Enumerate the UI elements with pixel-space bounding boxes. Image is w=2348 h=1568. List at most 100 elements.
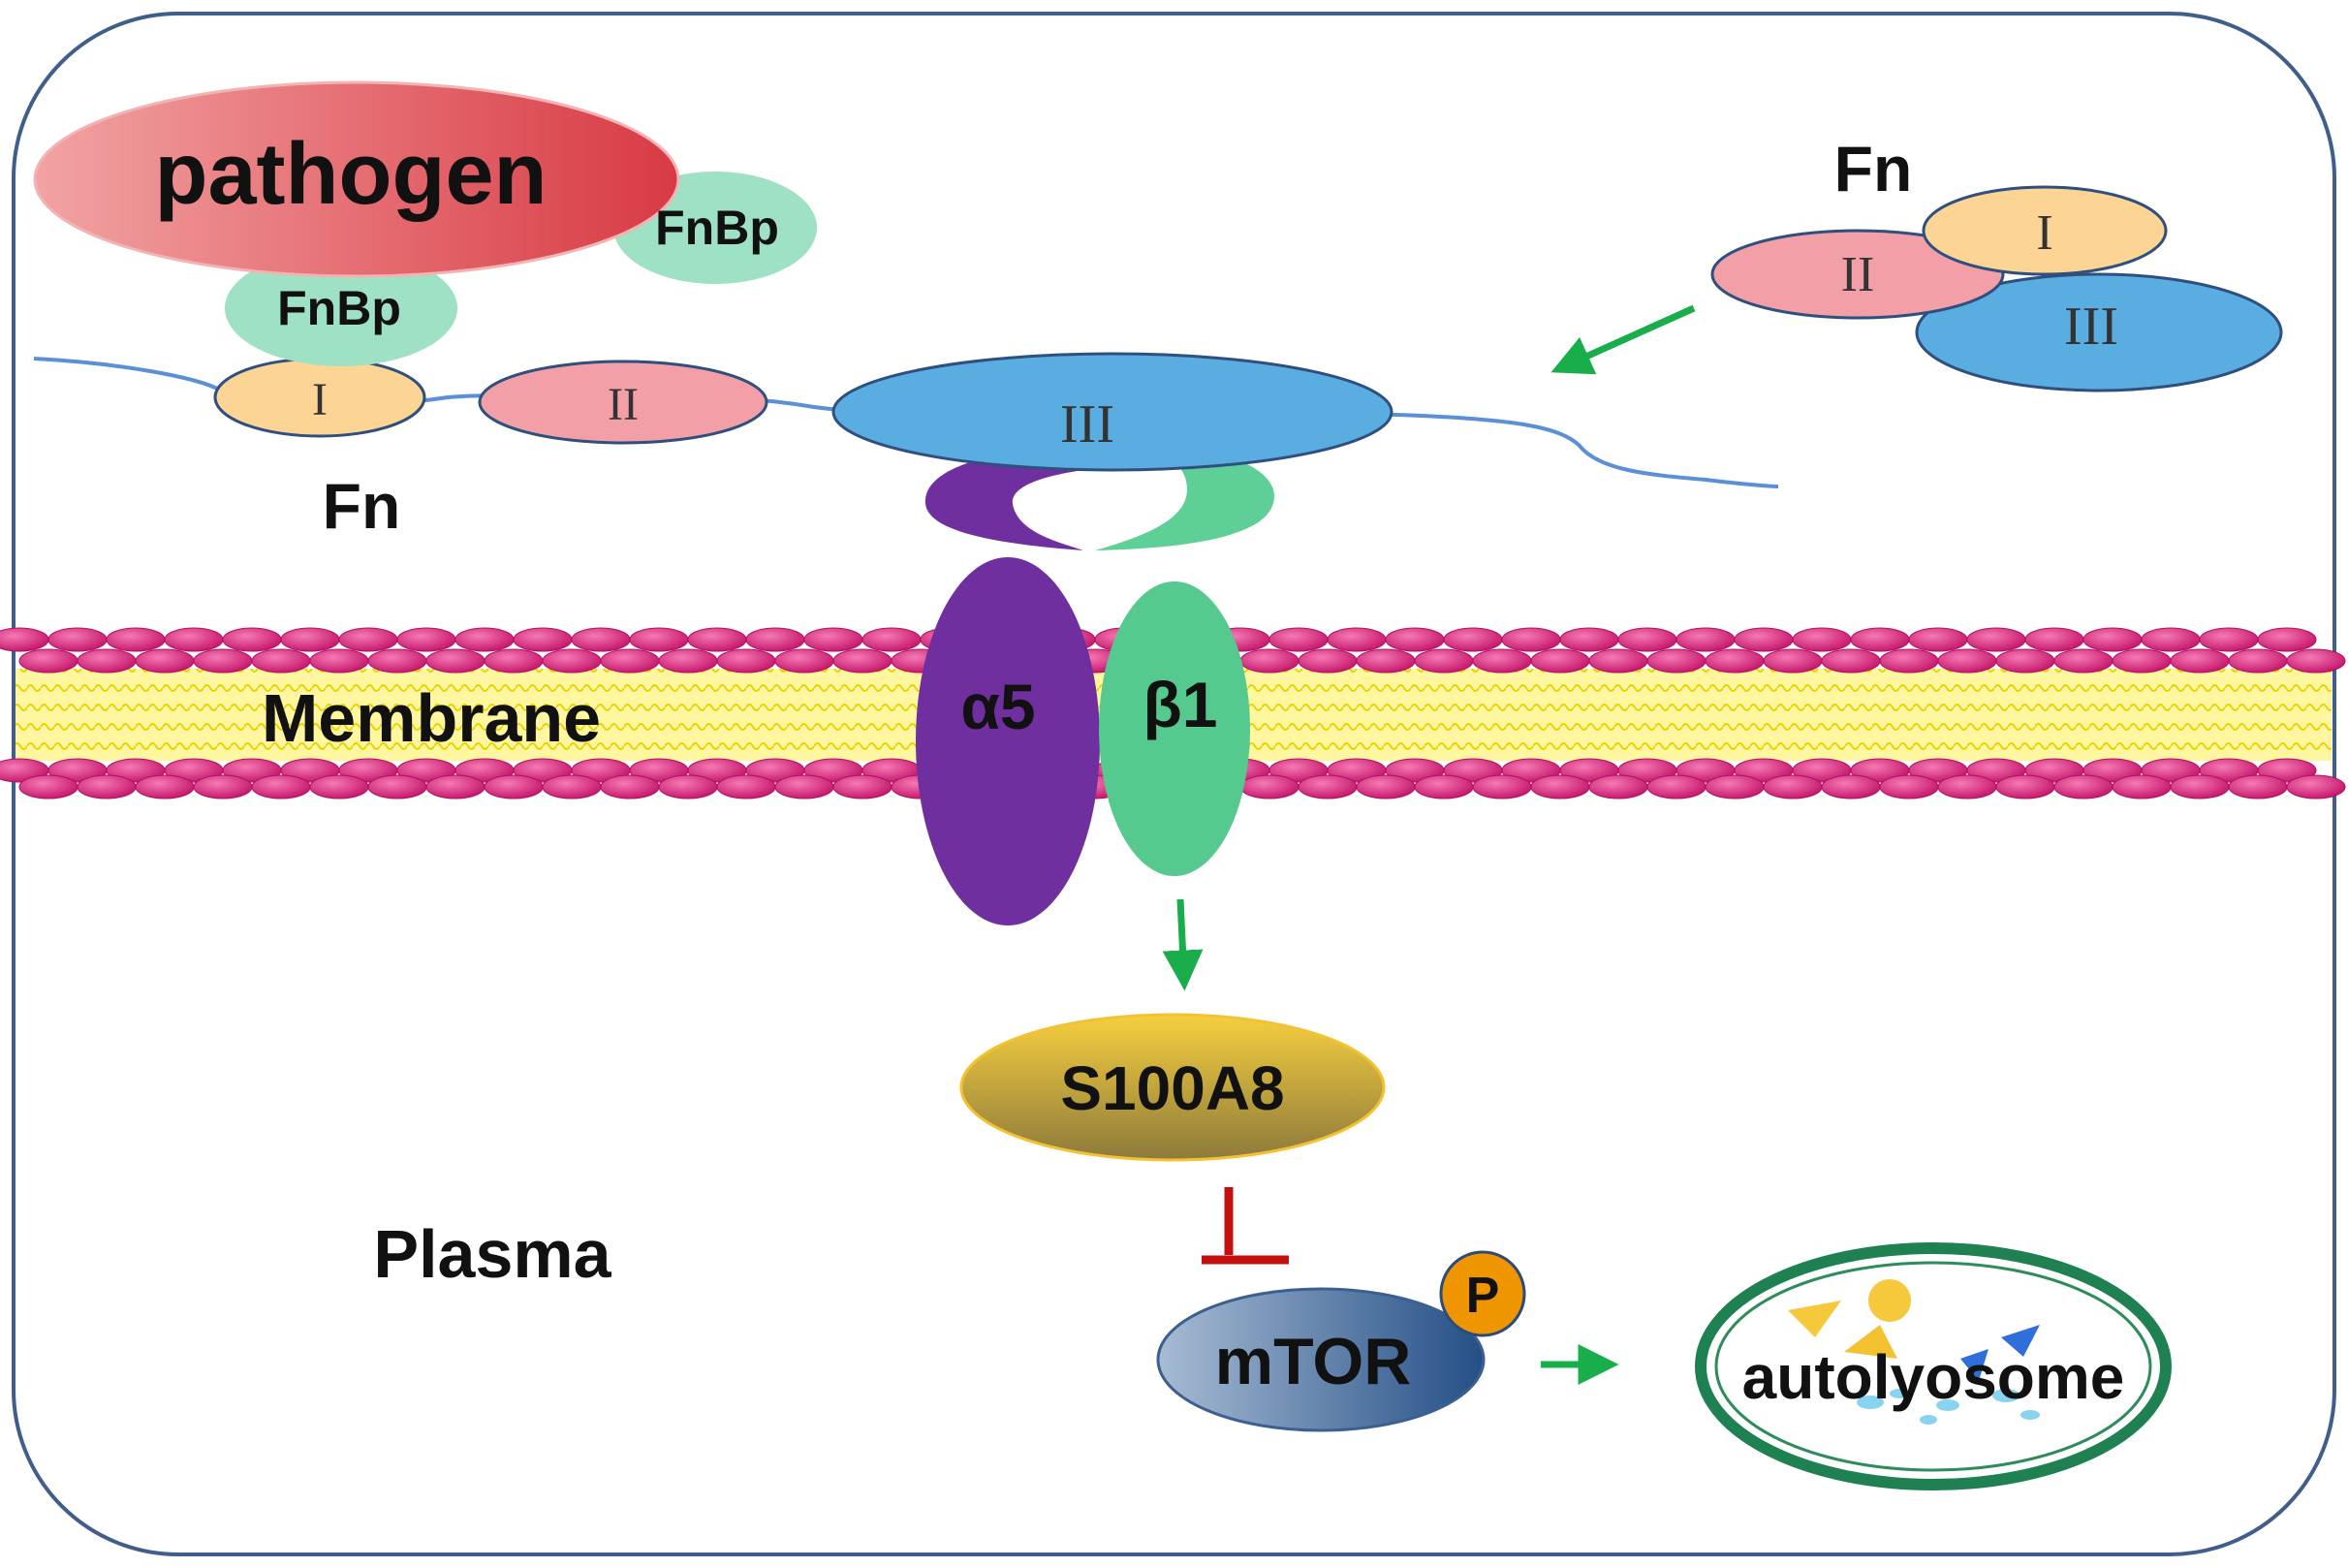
fn-free-label: Fn	[1834, 133, 1913, 204]
lipid-head	[1385, 627, 1445, 652]
lipid-head	[774, 774, 834, 800]
lipid-head	[1850, 627, 1910, 652]
fn-bound-domain-3: III	[831, 352, 1393, 472]
autolysosome-inner-ring	[1714, 1261, 2152, 1472]
pathogen-label: pathogen	[155, 126, 548, 223]
lipid-head	[542, 648, 602, 674]
lipid-head	[542, 774, 602, 800]
autolysosome: autolyosome	[1695, 1242, 2172, 1490]
lipid-head	[2257, 627, 2317, 652]
lipid-head	[1879, 774, 1939, 800]
lipid-head	[1559, 627, 1619, 652]
lipid-head	[1588, 648, 1648, 674]
mtor-node: mTOR	[1156, 1287, 1486, 1432]
lipid-head	[1821, 774, 1881, 800]
lipid-head	[280, 627, 340, 652]
lipid-head	[1995, 774, 2055, 800]
fn-free-domain-1: I	[1922, 185, 2168, 276]
lipid-head	[1298, 648, 1358, 674]
lipid-head	[2286, 648, 2346, 674]
lipid-head	[396, 627, 456, 652]
fn-bound-domain-1-label: I	[312, 374, 328, 425]
lipid-head	[425, 774, 485, 800]
lipid-head	[658, 648, 718, 674]
lipid-head	[1472, 648, 1532, 674]
lipid-head	[1734, 627, 1794, 652]
lipid-head	[2053, 648, 2113, 674]
lipid-head	[193, 648, 253, 674]
lipid-head	[745, 627, 805, 652]
lipid-head	[164, 627, 224, 652]
lipid-head	[338, 627, 398, 652]
lipid-head	[1966, 627, 2026, 652]
lipid-head	[1239, 774, 1299, 800]
s100a8-inhibits-mtor	[1202, 1187, 1289, 1265]
fn-free-domain-2-label: II	[1841, 247, 1875, 302]
lipid-head	[600, 774, 660, 800]
lipid-head	[600, 648, 660, 674]
s100a8-node: S100A8	[959, 1013, 1386, 1162]
lipid-head	[77, 774, 137, 800]
plasma-label: Plasma	[373, 1216, 611, 1292]
lipid-head	[1472, 774, 1532, 800]
lipid-head	[1675, 627, 1736, 652]
lipid-head	[0, 627, 49, 652]
lipid-head	[484, 648, 544, 674]
lipid-head	[629, 627, 689, 652]
lipid-head	[1239, 648, 1299, 674]
lipid-head	[2141, 627, 2201, 652]
lipid-head	[687, 627, 747, 652]
lipid-head	[774, 648, 834, 674]
lipid-head	[1879, 648, 1939, 674]
lipid-head	[1995, 648, 2055, 674]
lipid-head	[1530, 648, 1590, 674]
fn-bound-label: Fn	[323, 470, 401, 542]
lipid-head	[135, 648, 195, 674]
fn-free-domain-2: II	[1710, 229, 2005, 320]
lipid-head	[1268, 627, 1329, 652]
fnbp-left	[225, 250, 457, 366]
lipid-head	[309, 648, 369, 674]
lipid-head	[1646, 774, 1706, 800]
lipid-head	[106, 627, 166, 652]
lipid-head	[2024, 627, 2084, 652]
lipid-head	[716, 648, 776, 674]
phospho-badge: P	[1439, 1250, 1526, 1337]
lipid-head	[135, 774, 195, 800]
lipid-head	[425, 648, 485, 674]
lipid-head	[571, 627, 631, 652]
alpha5-label: α5	[960, 671, 1035, 742]
fn-free-domain-3: III	[1915, 272, 2283, 392]
lipid-head	[77, 648, 137, 674]
lipid-head	[832, 648, 892, 674]
lipid-head	[832, 774, 892, 800]
lipid-head	[47, 627, 108, 652]
lipid-head	[1327, 627, 1387, 652]
lipid-head	[1763, 774, 1823, 800]
lipid-head	[716, 774, 776, 800]
beta1-body	[1099, 581, 1250, 876]
fn-free-domain-3-label: III	[2064, 297, 2118, 357]
autolysosome-label: autolyosome	[1742, 1342, 2125, 1412]
lipid-head	[2112, 774, 2172, 800]
s100a8-label: S100A8	[1060, 1053, 1284, 1123]
lipid-head	[803, 627, 863, 652]
lipid-head	[1705, 774, 1765, 800]
lipid-head	[454, 627, 515, 652]
lipid-head	[2082, 627, 2143, 652]
lipid-head	[2228, 648, 2288, 674]
beta1-label: β1	[1143, 669, 1218, 740]
alpha5-body	[916, 557, 1100, 925]
lipid-head	[2112, 648, 2172, 674]
lipid-head	[193, 774, 253, 800]
lipid-head	[1443, 627, 1503, 652]
lipid-head	[1530, 774, 1590, 800]
lipid-head	[1298, 774, 1358, 800]
lipid-head	[2170, 648, 2230, 674]
lipid-head	[1646, 648, 1706, 674]
lipid-head	[2053, 774, 2113, 800]
lipid-head	[1792, 627, 1852, 652]
lipid-head	[1908, 627, 1968, 652]
lipid-head	[2257, 758, 2317, 783]
fn-binding-arrow	[1550, 304, 1696, 375]
